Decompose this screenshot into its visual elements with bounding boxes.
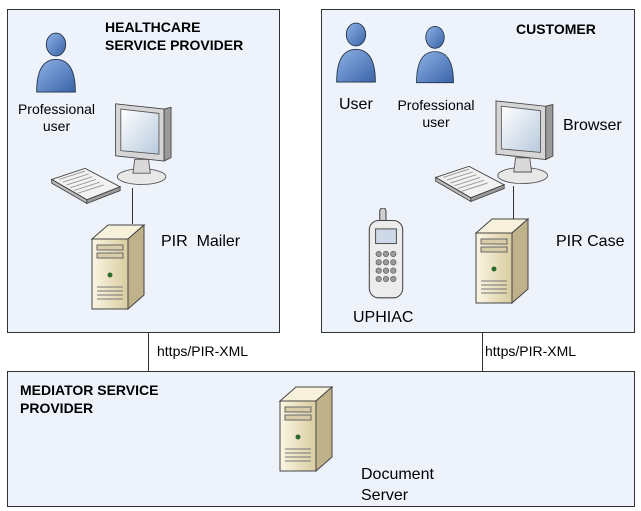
healthcare-service-provider-panel: HEALTHCARE SERVICE PROVIDER Professional… xyxy=(7,9,280,333)
keyboard-icon xyxy=(48,162,122,208)
healthcare-panel-title: HEALTHCARE SERVICE PROVIDER xyxy=(105,19,244,53)
pir-mailer-label: PIR Mailer xyxy=(161,233,241,250)
uphiac-label: UPHIAC xyxy=(353,309,414,326)
link-line xyxy=(132,188,133,224)
document-server-label: Document Server xyxy=(361,466,434,504)
pir-case-label: PIR Case xyxy=(556,233,625,250)
connector-line-right xyxy=(482,333,483,371)
server-icon xyxy=(274,382,334,474)
connector-line-left xyxy=(148,333,149,371)
link-line xyxy=(513,186,514,222)
mediator-service-provider-panel: MEDIATOR SERVICE PROVIDER Document Serve… xyxy=(7,371,635,507)
person-icon xyxy=(334,18,378,88)
server-icon xyxy=(86,220,146,312)
professional-user-label: Professional user xyxy=(17,101,96,134)
mobile-phone-icon xyxy=(364,208,408,302)
professional-user-label: Professional user xyxy=(397,97,475,130)
browser-label: Browser xyxy=(563,117,622,134)
mediator-panel-title: MEDIATOR SERVICE PROVIDER xyxy=(20,382,159,416)
server-icon xyxy=(470,214,530,306)
keyboard-icon xyxy=(432,160,506,206)
person-icon xyxy=(34,30,78,96)
person-icon xyxy=(414,22,456,88)
customer-panel-title: CUSTOMER xyxy=(516,21,596,37)
connection-label-left: https/PIR-XML xyxy=(157,343,249,359)
connection-label-right: https/PIR-XML xyxy=(485,343,577,359)
user-label: User xyxy=(339,96,373,113)
customer-panel: CUSTOMER User Professional user Browser … xyxy=(321,9,635,333)
